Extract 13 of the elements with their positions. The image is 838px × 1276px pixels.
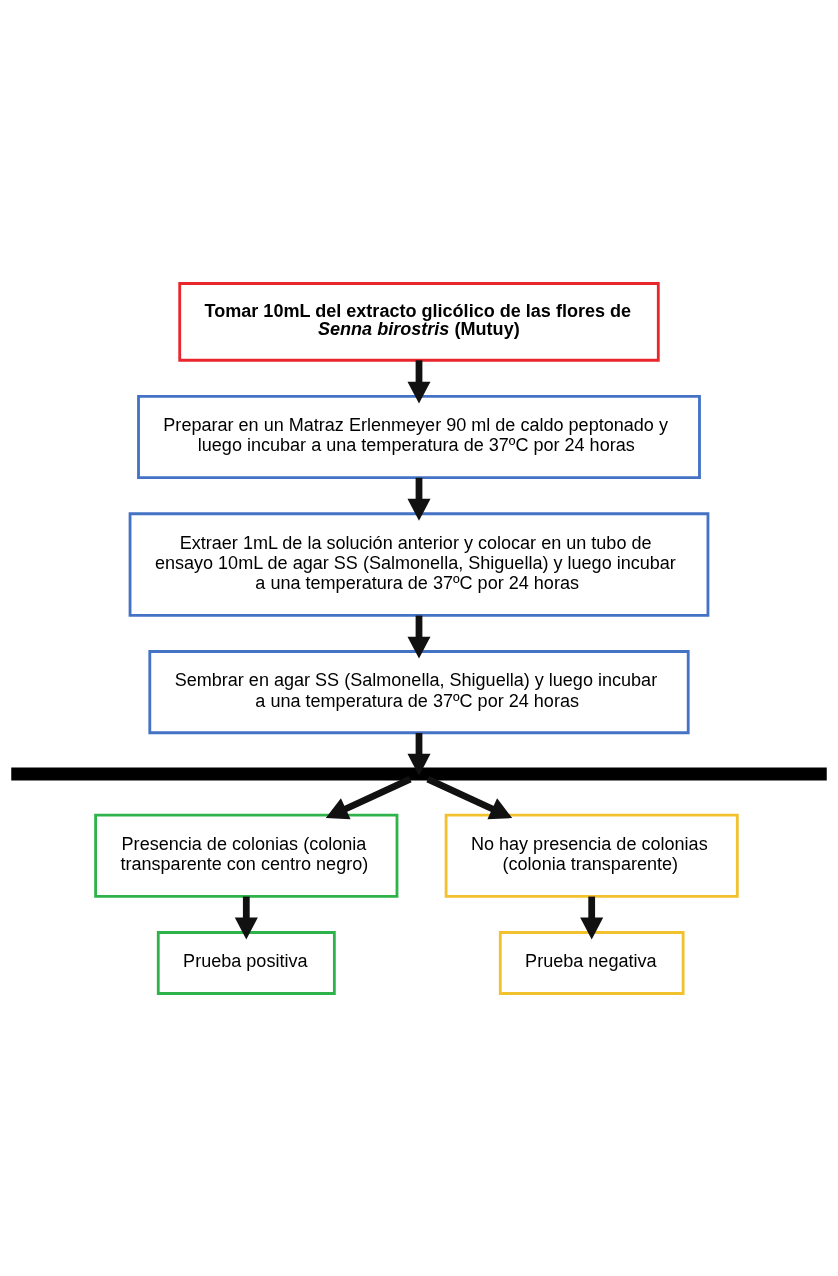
node-box: Extraer 1mL de la solución anterior y colocar en un tubo de ensayo 10mL de agar SS (Salmonella, Shiguella) y luego incubar a una temperatura de 37ºC por 24 horas [128,511,710,617]
arrow [407,732,431,776]
arrow [426,775,513,819]
node-bar [11,766,827,780]
node-box: Preparar en un Matraz Erlenmeyer 90 ml de caldo peptonado y luego incubar a una temperatura de 37ºC por 24 horas [137,394,701,479]
arrow [407,359,431,404]
node-box: No hay presencia de colonias (colonia transparente) [444,813,739,898]
node-box: Prueba positiva [156,930,336,995]
node-box: Prueba negativa [498,930,685,995]
node-box: Tomar 10mL del extracto glicólico de las flores de Senna birostris (Mutuy) [178,281,660,362]
arrow [325,775,412,819]
node-box: Presencia de colonias (colonia transparente con centro negro) [94,813,399,898]
node-box: Sembrar en agar SS (Salmonella, Shiguella) y luego incubar a una temperatura de 37ºC por 24 horas [148,649,690,734]
